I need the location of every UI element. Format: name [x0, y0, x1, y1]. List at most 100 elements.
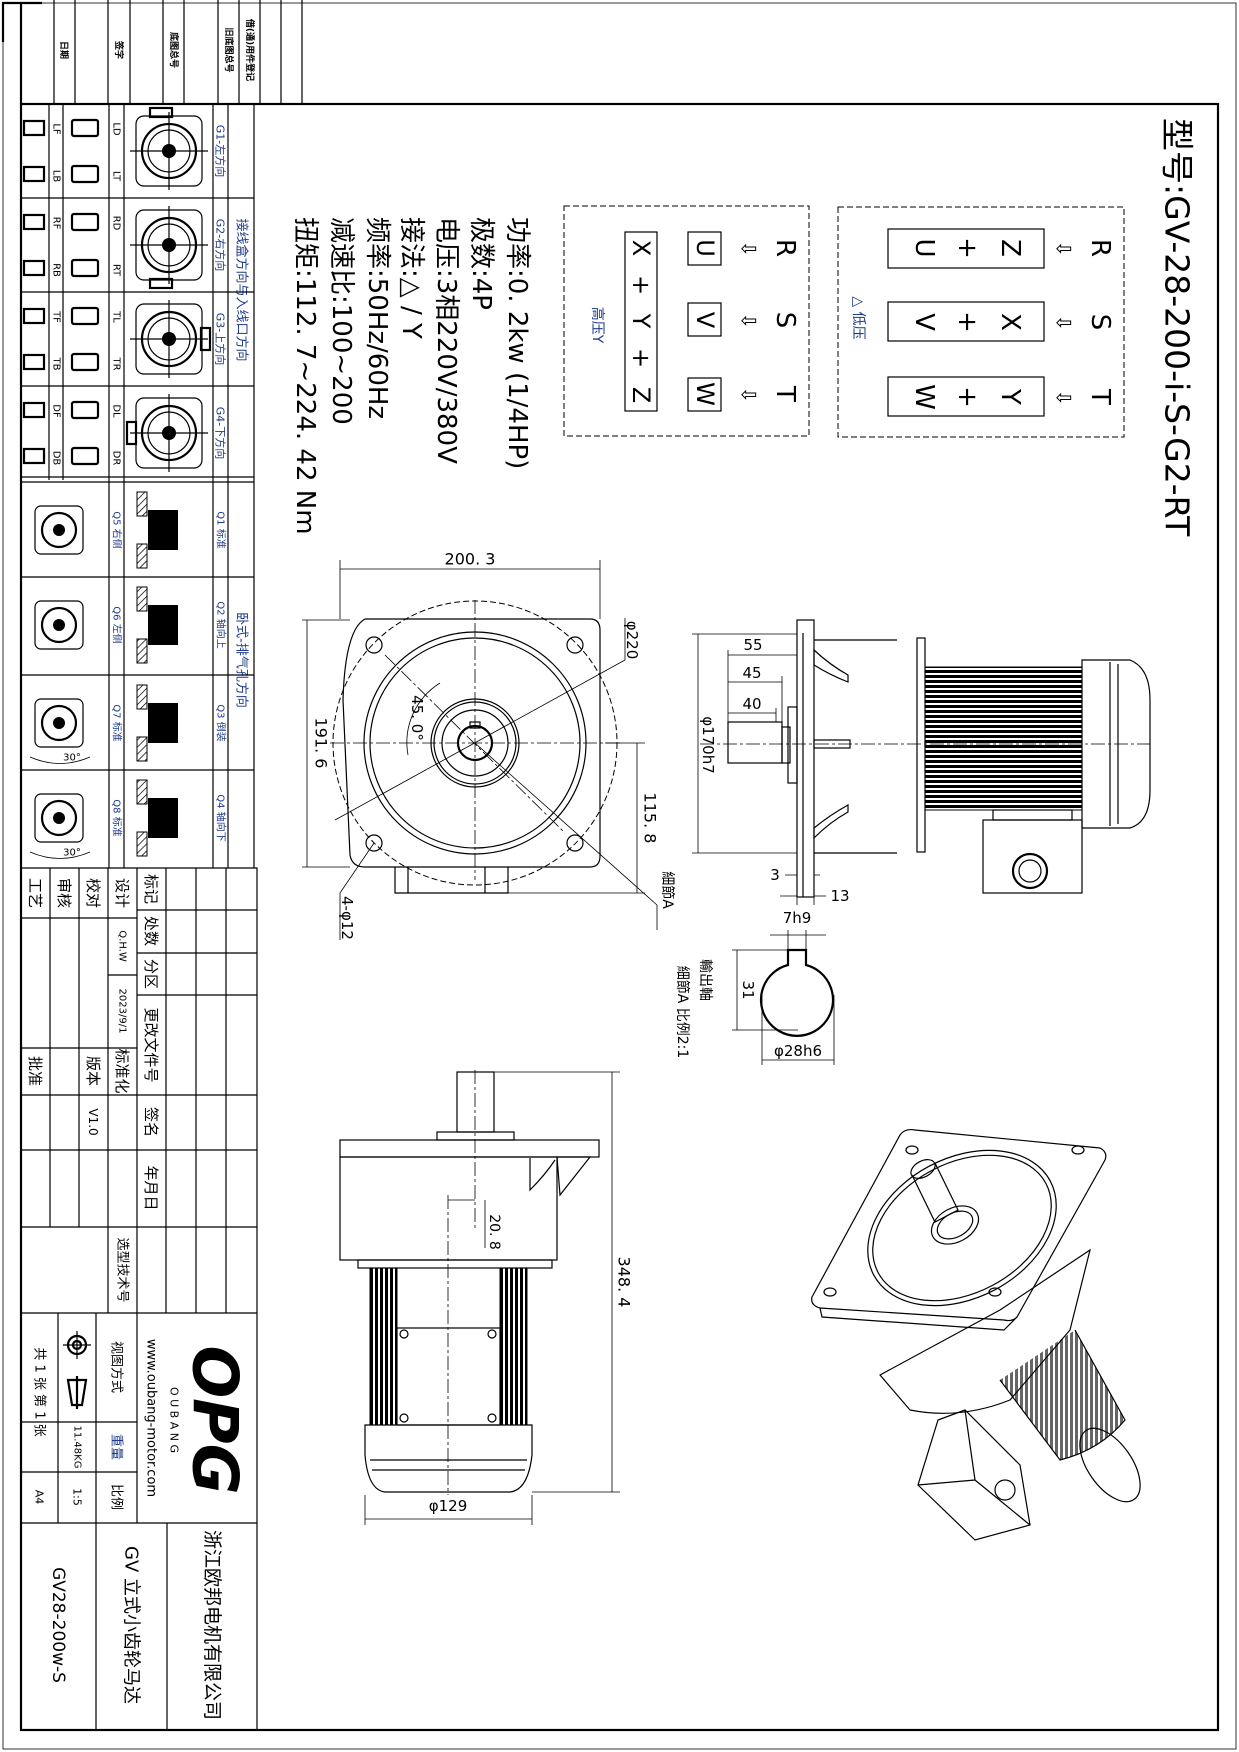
stamp-date-label: 日期 — [58, 41, 70, 59]
tb-header-count: 处数 — [142, 916, 160, 946]
q-face-label: Q5 右侧 — [111, 511, 124, 548]
shaft-dot — [53, 812, 65, 824]
dim-center-height-line — [508, 742, 645, 894]
terminal-letter: V — [909, 313, 939, 331]
motor-icon — [70, 352, 100, 372]
g-code-label: DL — [111, 404, 122, 418]
tb-header-change-doc: 更改文件号 — [142, 1007, 160, 1082]
tb-scale-label: 比例 — [109, 1484, 124, 1510]
plus-sign: + — [952, 237, 982, 259]
stamp-old-base-no-label: 旧底图总号 — [223, 27, 235, 72]
dim-overall: 348. 4 — [615, 1257, 634, 1308]
tb-approve-label: 批准 — [26, 1056, 44, 1086]
spec-voltage: 电压:3相220V/380V — [431, 217, 461, 464]
angle-arc — [29, 851, 91, 859]
tb-tech-no-label: 选型技术号 — [115, 1237, 130, 1302]
single-box — [687, 231, 722, 266]
q-side-label: Q1 标准 — [215, 511, 227, 548]
website-link[interactable]: www.oubang-motor.com — [144, 1339, 159, 1497]
terminal-letter: W — [691, 382, 719, 406]
center-lines — [130, 300, 208, 378]
g-direction-label: G4-下方向 — [214, 407, 228, 460]
shaft-dot — [53, 717, 65, 729]
junction-box-icon — [148, 106, 174, 119]
dim-front-width: 200. 3 — [445, 550, 496, 569]
pair-box — [887, 376, 1045, 417]
spec-poles: 极数:4P — [466, 217, 496, 310]
junction-box-icon — [125, 420, 138, 446]
stamp-base-no-label: 底图总号 — [168, 32, 180, 68]
flange-face-icon — [34, 600, 84, 650]
terminal-box-cover — [396, 1327, 501, 1426]
motor-icon — [70, 446, 100, 466]
detail-a: 7h9 31 φ28h6 輸出軸 細節A 比例2:1 — [674, 909, 835, 1065]
flange-circle — [40, 606, 78, 644]
high-voltage-label: 高压Y — [589, 307, 606, 344]
flange-face-icon — [34, 698, 84, 748]
product-name: GV 立式小齿轮马达 — [121, 1546, 142, 1704]
model-number: 型号:GV-28-200-i-S-G2-RT — [1158, 118, 1197, 537]
detail-key-width: 7h9 — [783, 909, 812, 927]
plus-sign: + — [627, 348, 655, 368]
mount-hatch — [136, 736, 148, 762]
motor-flange — [916, 637, 926, 853]
wiring-high-voltage: R S T ⇦ ⇦ ⇦ U V W X + Y + Z 高压Y — [563, 205, 810, 437]
tb-sheets: 共 1 张 第 1 张 — [32, 1347, 47, 1436]
terminal-r: R — [770, 239, 800, 257]
mount-flange — [796, 619, 815, 898]
plus-sign: + — [627, 275, 655, 295]
g-code-label: RD — [111, 216, 122, 231]
tb-header-date: 年月日 — [142, 1165, 160, 1210]
g-code-label: TF — [51, 310, 62, 323]
tb-design-label: 设计 — [113, 878, 131, 908]
projection-symbol-icon — [63, 1331, 91, 1409]
spec-list: 功率:0. 2kw (1/4HP) 极数:4P 电压:3相220V/380V 接… — [290, 217, 532, 535]
plus-sign: + — [952, 386, 982, 408]
output-shaft — [727, 721, 783, 764]
tb-view-method-label: 视图方式 — [109, 1341, 125, 1393]
shaft-key-section — [759, 948, 835, 1037]
mount-hole — [365, 636, 584, 852]
q-side-label: Q2 轴向上 — [215, 601, 228, 648]
main-border — [19, 102, 1220, 1732]
arrow-icon: ⇦ — [1056, 236, 1073, 260]
tb-standard-label: 标准化 — [113, 1048, 131, 1093]
box-icon — [22, 447, 46, 465]
iso-terminal-box — [917, 1409, 1031, 1541]
terminal-r: R — [1085, 239, 1115, 257]
motor-side-icon — [148, 510, 178, 550]
arrow-icon: ⇦ — [741, 382, 758, 406]
motor-icon — [70, 306, 100, 326]
isometric-view — [811, 1128, 1141, 1541]
arrow-icon: ⇦ — [741, 308, 758, 332]
g-code-label: LD — [111, 122, 122, 136]
terminal-letter: V — [691, 312, 719, 329]
terminal-letter: Z — [627, 387, 655, 403]
junction-box-icon — [148, 277, 174, 290]
terminal-letter: X — [995, 313, 1025, 331]
detail-title: 輸出軸 — [697, 959, 713, 1001]
dim-length-40: 40 — [742, 695, 761, 713]
tb-version: V1.0 — [86, 1108, 100, 1135]
title-block: 标记 处数 分区 更改文件号 签名 年月日 设计 Q.H.W 2023/9/1 … — [21, 867, 258, 1730]
terminal-letter: W — [909, 384, 939, 410]
center-lines — [130, 394, 208, 472]
dim-length-45: 45 — [742, 664, 761, 682]
g-direction-label: G3-上方向 — [214, 313, 228, 366]
gearbox-body — [339, 1156, 558, 1261]
q-side-label: Q3 倒装 — [215, 704, 228, 741]
fan-cover — [364, 1424, 533, 1493]
motor-body-fins — [924, 666, 1083, 811]
detail-key-height: 31 — [739, 980, 757, 999]
g-code-label: TR — [111, 356, 122, 370]
box-icon — [22, 119, 46, 137]
g-direction-label: G1-左方向 — [214, 125, 228, 178]
terminal-letter: Y — [627, 313, 655, 329]
tb-design-date: 2023/9/1 — [117, 989, 128, 1034]
flange-face-icon — [34, 505, 84, 555]
motor-icon — [70, 400, 100, 420]
box-icon — [22, 165, 46, 183]
company-name: 浙江欧邦电机有限公司 — [201, 1530, 223, 1720]
